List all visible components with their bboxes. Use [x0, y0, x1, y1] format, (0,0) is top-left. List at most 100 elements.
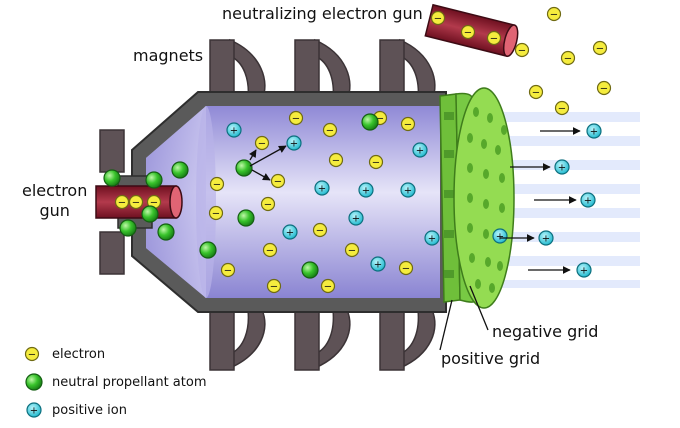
- neutral-atom: [171, 161, 189, 179]
- electron: −: [344, 242, 360, 258]
- svg-text:+: +: [416, 146, 424, 157]
- svg-text:+: +: [230, 126, 238, 137]
- svg-text:+: +: [496, 232, 504, 243]
- positive-ions: + + + + + + + + + + + + + + + + +: [26, 122, 602, 418]
- svg-text:−: −: [464, 28, 472, 39]
- electron-gun-label-line2: gun: [39, 201, 70, 220]
- svg-text:−: −: [434, 14, 442, 25]
- positive-ion: +: [282, 224, 298, 240]
- electron: −: [546, 6, 562, 22]
- electron: −: [260, 196, 276, 212]
- svg-text:−: −: [326, 126, 334, 137]
- positive-ion: +: [26, 402, 42, 418]
- electron: −: [460, 24, 476, 40]
- svg-text:+: +: [286, 228, 294, 239]
- svg-text:−: −: [600, 84, 608, 95]
- electron: −: [254, 135, 270, 151]
- positive-ion: +: [580, 192, 596, 208]
- neutral-atom: [103, 169, 121, 187]
- svg-text:−: −: [532, 88, 540, 99]
- electron: −: [514, 42, 530, 58]
- neutral-atom: [199, 241, 217, 259]
- svg-text:−: −: [332, 156, 340, 167]
- rear-magnets: [99, 129, 125, 275]
- chamber-interior: [146, 106, 440, 298]
- svg-text:−: −: [404, 120, 412, 131]
- svg-text:−: −: [258, 139, 266, 150]
- positive-ion: +: [424, 230, 440, 246]
- neutral-atoms: [25, 113, 379, 391]
- electron: −: [368, 154, 384, 170]
- electron: −: [114, 194, 130, 210]
- electron: −: [596, 80, 612, 96]
- positive-ion: +: [370, 256, 386, 272]
- neutralizing-gun-label: neutralizing electron gun: [222, 4, 423, 23]
- magnets-bottom: [209, 309, 436, 371]
- neutral-atom: [119, 219, 137, 237]
- electron: −: [24, 346, 40, 362]
- svg-text:+: +: [558, 163, 566, 174]
- svg-text:−: −: [348, 246, 356, 257]
- electron: −: [560, 50, 576, 66]
- electron-gun: [95, 185, 183, 219]
- svg-text:−: −: [324, 282, 332, 293]
- positive-ion: +: [348, 210, 364, 226]
- negative-grid: [453, 87, 515, 309]
- svg-text:+: +: [580, 266, 588, 277]
- svg-text:−: −: [316, 226, 324, 237]
- svg-text:−: −: [264, 200, 272, 211]
- svg-text:+: +: [404, 186, 412, 197]
- svg-text:+: +: [584, 196, 592, 207]
- neutral-atom: [301, 261, 319, 279]
- electron-gun-label: electron gun: [22, 181, 87, 221]
- electron: −: [398, 260, 414, 276]
- legend-electron-label: electron: [52, 347, 106, 362]
- neutral-atom: [141, 205, 159, 223]
- svg-text:+: +: [590, 127, 598, 138]
- positive-ion: +: [576, 262, 592, 278]
- positive-grid-leader: [439, 299, 453, 351]
- electron: −: [209, 176, 225, 192]
- svg-text:+: +: [352, 214, 360, 225]
- electron: −: [266, 278, 282, 294]
- svg-text:−: −: [402, 264, 410, 275]
- svg-text:+: +: [290, 139, 298, 150]
- svg-text:−: −: [550, 10, 558, 21]
- electron: −: [128, 194, 144, 210]
- svg-text:−: −: [28, 350, 36, 361]
- svg-text:−: −: [518, 46, 526, 57]
- svg-text:−: −: [224, 266, 232, 277]
- electron: −: [486, 30, 502, 46]
- positive-ion: +: [492, 228, 508, 244]
- svg-text:−: −: [490, 34, 498, 45]
- positive-ion: +: [554, 159, 570, 175]
- neutral-atom: [237, 209, 255, 227]
- svg-text:−: −: [132, 198, 140, 209]
- positive-ion: +: [538, 230, 554, 246]
- electron: −: [270, 173, 286, 189]
- electron: −: [592, 40, 608, 56]
- electron: −: [312, 222, 328, 238]
- svg-text:+: +: [374, 260, 382, 271]
- legend-ion-label: positive ion: [52, 403, 127, 418]
- svg-text:−: −: [372, 158, 380, 169]
- svg-text:−: −: [150, 198, 158, 209]
- svg-text:+: +: [318, 184, 326, 195]
- svg-text:−: −: [270, 282, 278, 293]
- svg-text:+: +: [30, 406, 38, 417]
- neutral-atom: [235, 159, 253, 177]
- svg-text:+: +: [362, 186, 370, 197]
- electron: −: [220, 262, 236, 278]
- electrons: −−−−−−−−−−−−−−−−−−−−−−−−−−−−−−−−: [24, 6, 612, 362]
- positive-grid-label: positive grid: [441, 349, 541, 368]
- electron: −: [430, 10, 446, 26]
- svg-text:−: −: [292, 114, 300, 125]
- positive-ion: +: [586, 123, 602, 139]
- svg-text:−: −: [564, 54, 572, 65]
- electron: −: [288, 110, 304, 126]
- negative-grid-label: negative grid: [492, 322, 599, 341]
- electron: −: [554, 100, 570, 116]
- electron: −: [208, 205, 224, 221]
- positive-ion: +: [412, 142, 428, 158]
